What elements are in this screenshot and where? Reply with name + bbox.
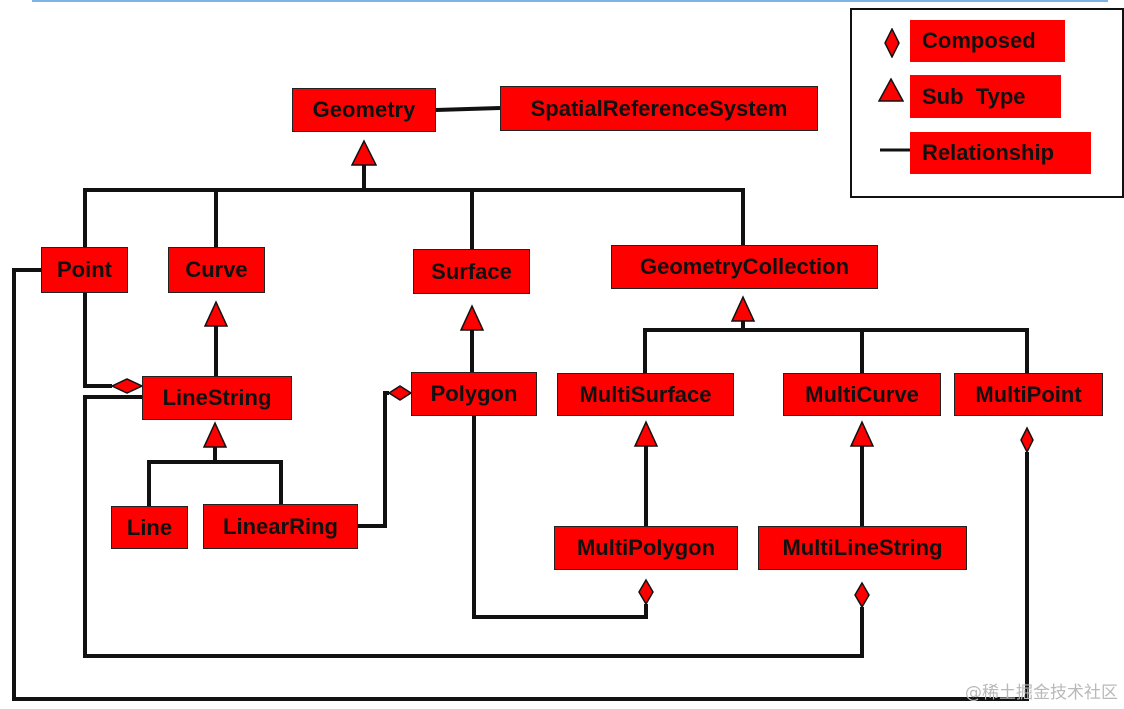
composition-diamond bbox=[638, 578, 654, 606]
top-rule bbox=[32, 0, 1108, 2]
subtype-arrow bbox=[202, 421, 228, 448]
line-icon bbox=[880, 148, 910, 152]
subtype-arrow bbox=[730, 295, 756, 322]
composition-diamond bbox=[110, 378, 144, 394]
node-geometry-collection: GeometryCollection bbox=[611, 245, 878, 289]
node-multi-point: MultiPoint bbox=[954, 373, 1103, 416]
subtype-arrow bbox=[459, 304, 485, 331]
watermark: @稀土掘金技术社区 bbox=[965, 683, 1118, 703]
subtype-arrow bbox=[203, 300, 229, 327]
legend-label-subtype: Sub Type bbox=[910, 75, 1061, 118]
legend: Composed Sub Type Relationship bbox=[850, 8, 1124, 198]
node-multi-line-string: MultiLineString bbox=[758, 526, 967, 570]
composition-diamond bbox=[387, 385, 413, 401]
node-point: Point bbox=[41, 247, 128, 293]
node-spatial-reference-system: SpatialReferenceSystem bbox=[500, 86, 818, 131]
node-multi-curve: MultiCurve bbox=[783, 373, 941, 416]
composition-diamond bbox=[1020, 426, 1034, 454]
node-surface: Surface bbox=[413, 249, 530, 294]
legend-label-composed: Composed bbox=[910, 20, 1065, 62]
relationship-line bbox=[435, 106, 501, 112]
node-geometry: Geometry bbox=[292, 88, 436, 132]
subtype-arrow bbox=[350, 139, 378, 166]
node-line-string: LineString bbox=[142, 376, 292, 420]
legend-label-relationship: Relationship bbox=[910, 132, 1091, 174]
node-line: Line bbox=[111, 506, 188, 549]
node-curve: Curve bbox=[168, 247, 265, 293]
subtype-arrow bbox=[633, 420, 659, 447]
node-polygon: Polygon bbox=[411, 372, 537, 416]
node-multi-polygon: MultiPolygon bbox=[554, 526, 738, 570]
composition-diamond bbox=[854, 581, 870, 609]
node-multi-surface: MultiSurface bbox=[557, 373, 734, 416]
subtype-arrow bbox=[849, 420, 875, 447]
node-linear-ring: LinearRing bbox=[203, 504, 358, 549]
diamond-icon bbox=[884, 28, 900, 58]
triangle-icon bbox=[878, 78, 904, 102]
